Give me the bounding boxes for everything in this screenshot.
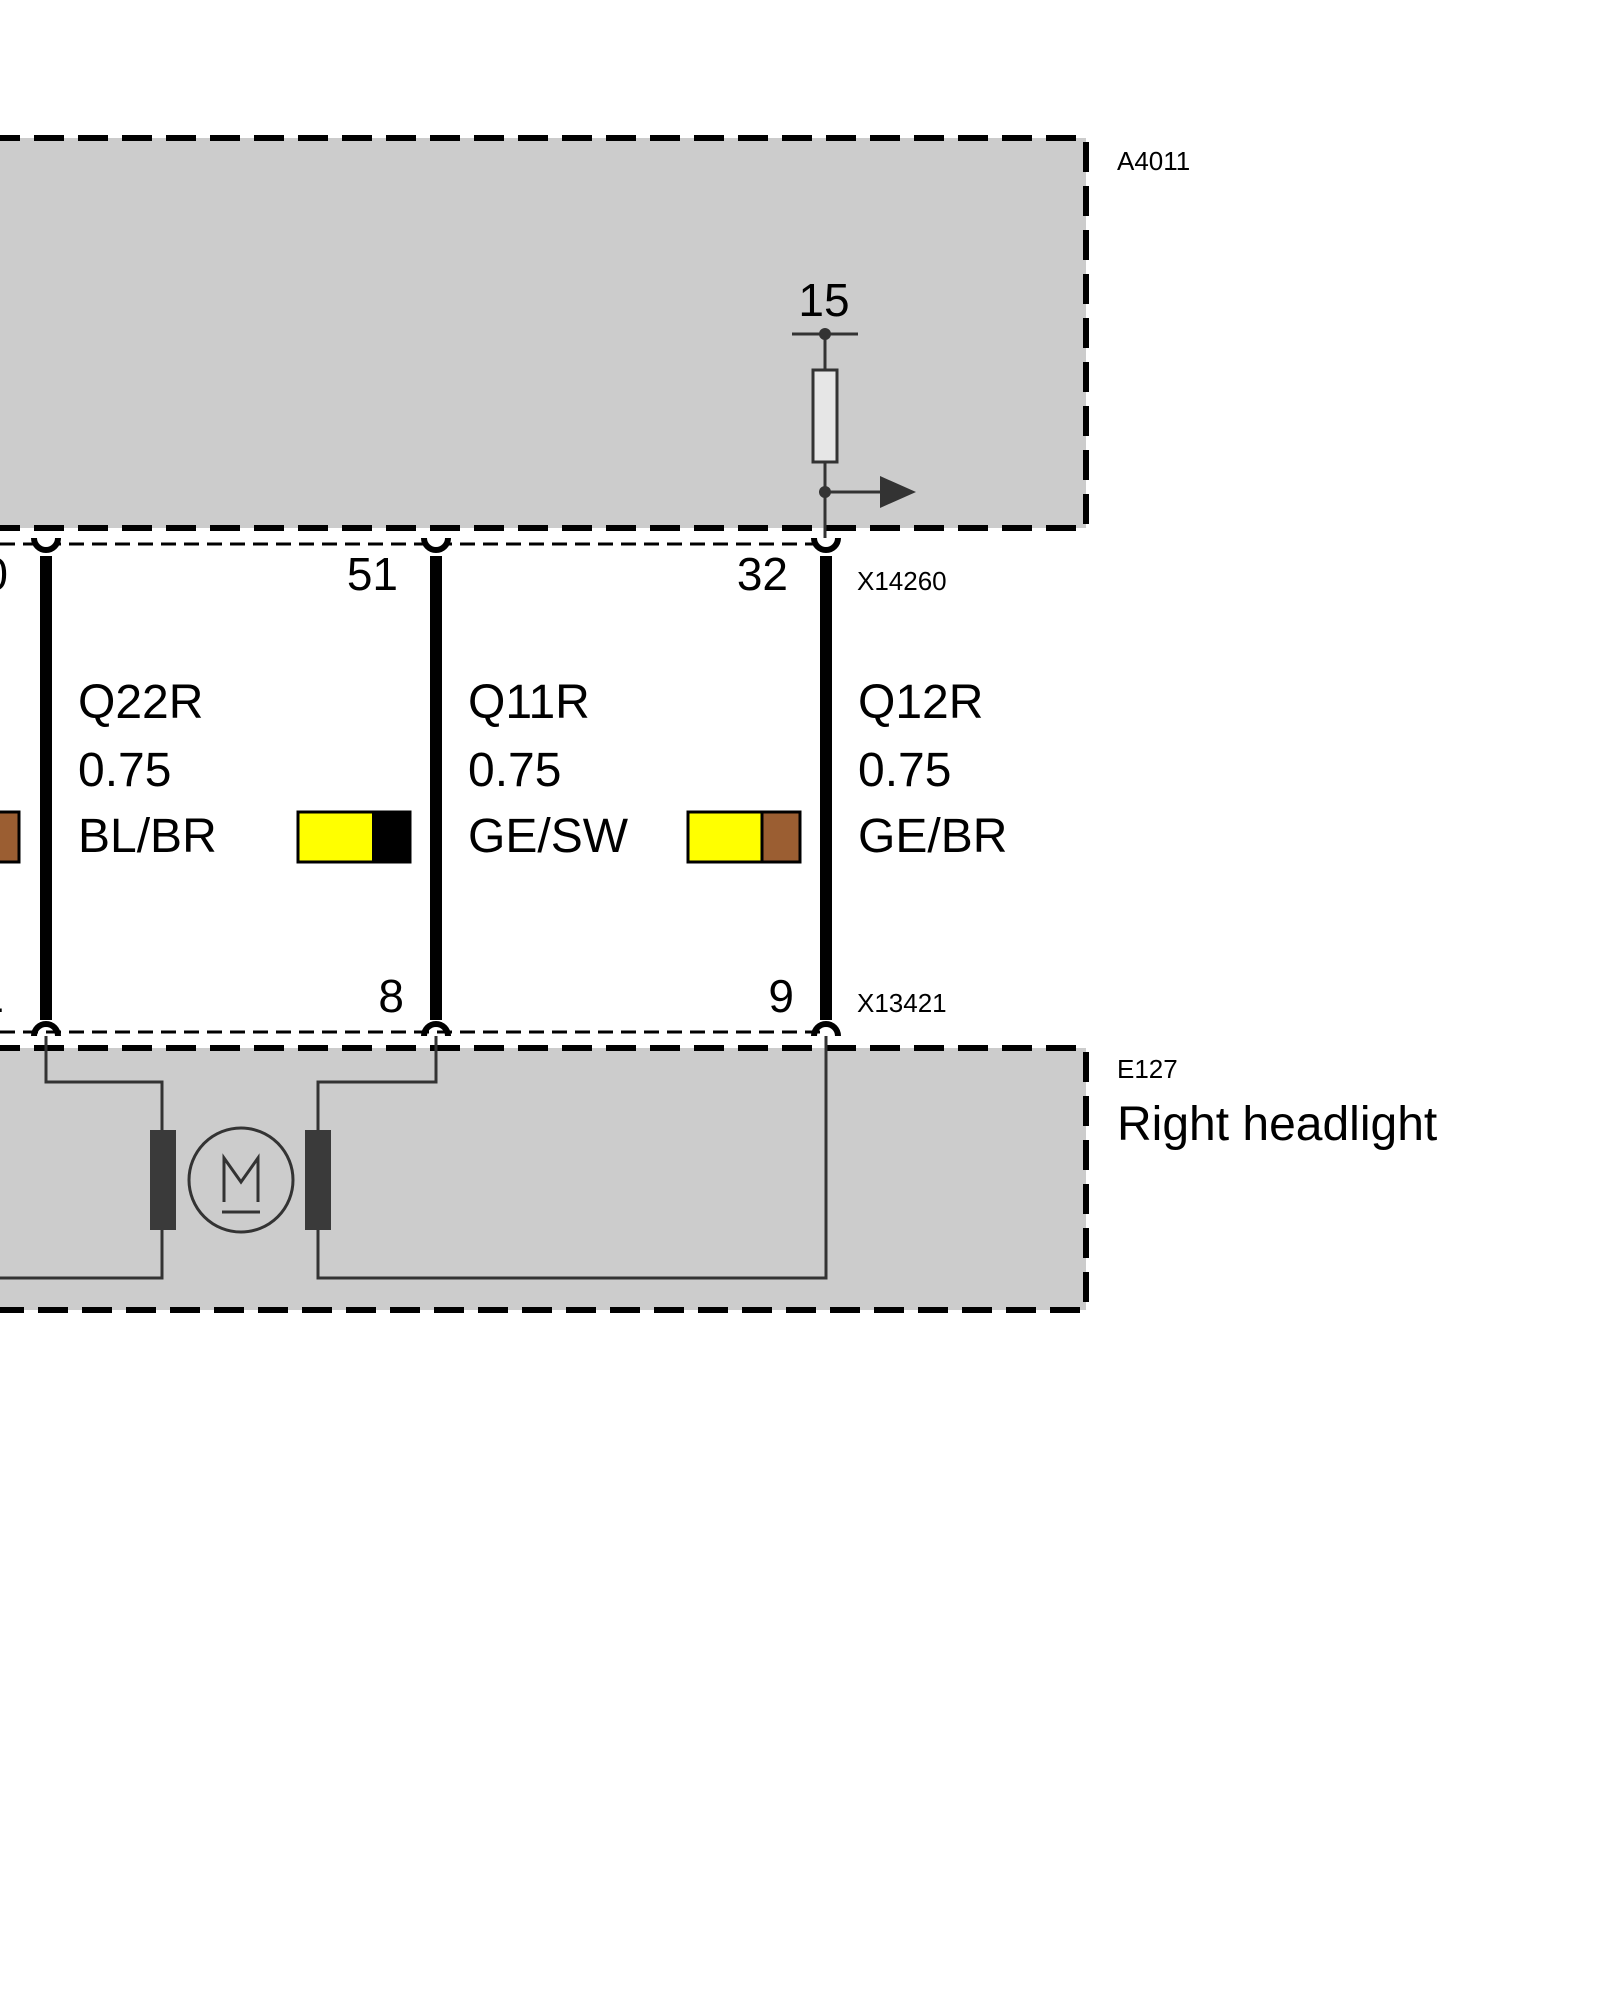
pin-top-51: 51 [347, 548, 398, 600]
module-e127-body [0, 1048, 1086, 1310]
yellow-brown-swatch-brown [762, 812, 800, 862]
wire-internal-left-return [0, 1230, 164, 1280]
terminal-15-label: 15 [798, 274, 849, 326]
motor-brush-left [150, 1130, 176, 1230]
connector-x13421: X13421 1 8 9 [0, 970, 947, 1034]
left-edge-swatch [0, 810, 21, 864]
wire-q22r-labels: Q22R 0.75 BL/BR [78, 676, 217, 863]
motor-letter-m [222, 1153, 260, 1202]
module-e127-border [0, 1045, 1089, 1313]
pin-arc-top-51 [421, 537, 451, 553]
wire-q12r-color-code: GE/BR [858, 810, 1007, 863]
motor-brush-right [305, 1130, 331, 1230]
connector-x14260: X14260 0 51 32 [0, 542, 947, 600]
connector-x14260-id: X14260 [857, 566, 947, 596]
arrow-right-icon [880, 476, 916, 508]
motor-internal-wiring [0, 1036, 828, 1280]
module-e127-name: Right headlight [1117, 1098, 1437, 1151]
yellow-brown-swatch [686, 810, 802, 864]
connector-x13421-id: X13421 [857, 988, 947, 1018]
wire-q12r-size: 0.75 [858, 744, 951, 797]
yellow-black-swatch-yellow [298, 812, 372, 862]
module-a4011: A4011 15 [0, 135, 1190, 540]
terminal-15-circuit: 15 [792, 274, 916, 540]
pin-arcs-bottom [31, 1021, 841, 1037]
wire-q11r-color-code: GE/SW [468, 810, 629, 863]
module-a4011-id: A4011 [1117, 146, 1190, 176]
wire-q12r-labels: Q12R 0.75 GE/BR [858, 676, 1007, 863]
wire-internal-mid [316, 1036, 438, 1130]
pin-top-32: 32 [737, 548, 788, 600]
module-a4011-body [0, 138, 1086, 528]
yellow-brown-swatch-yellow [688, 812, 762, 862]
pin-arc-bottom-1 [31, 1021, 61, 1037]
module-e127: E127 Right headlight [0, 1036, 1437, 1313]
yellow-black-swatch-frame [296, 810, 412, 864]
wire-q11r-labels: Q11R 0.75 GE/SW [468, 676, 629, 863]
pin-bottom-8: 8 [378, 970, 404, 1022]
pin-arc-bottom-9 [811, 1021, 841, 1037]
wire-internal-left [44, 1036, 164, 1130]
wire-q11r-size: 0.75 [468, 744, 561, 797]
motor-circle [187, 1126, 295, 1234]
module-a4011-border [0, 135, 1089, 531]
wire-q12r-code: Q12R [858, 676, 983, 729]
wire-q22r-color-code: BL/BR [78, 810, 217, 863]
module-e127-id: E127 [1117, 1054, 1178, 1084]
pin-arc-top-0 [31, 537, 61, 553]
left-edge-swatch-brown [0, 810, 21, 864]
wire-q22r-code: Q22R [78, 676, 203, 729]
pin-arc-bottom-8 [421, 1021, 451, 1037]
yellow-brown-swatch-frame [686, 810, 802, 864]
pin-arcs-top [31, 537, 841, 553]
pin-bottom-1: 1 [0, 970, 4, 1022]
yellow-black-swatch [296, 810, 412, 864]
resistor-icon [811, 368, 839, 464]
wire-internal-right [316, 1036, 828, 1280]
yellow-black-swatch-black [372, 812, 410, 862]
wire-q22r-size: 0.75 [78, 744, 171, 797]
pin-top-0: 0 [0, 548, 8, 600]
wire-q11r-code: Q11R [468, 676, 590, 729]
pin-arc-top-32 [811, 537, 841, 553]
motor-icon [150, 1126, 331, 1234]
pin-bottom-9: 9 [768, 970, 794, 1022]
